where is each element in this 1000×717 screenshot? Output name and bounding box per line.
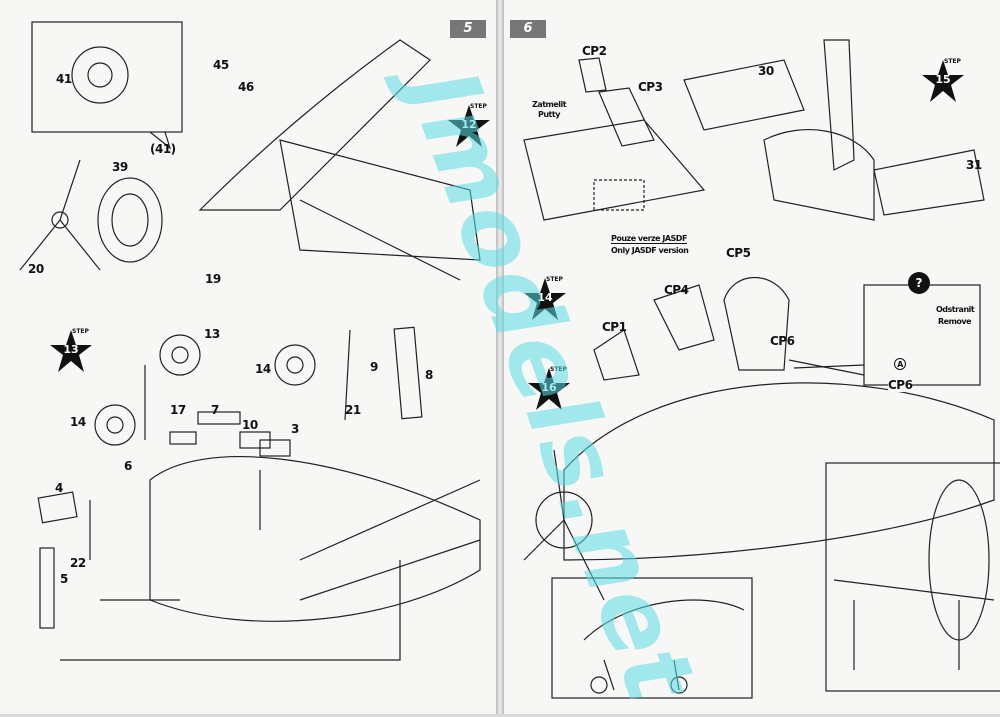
attach-point-a: A [894,358,906,370]
part-6: 6 [124,459,132,473]
part-41: 41 [56,72,72,86]
right-assembly-drawing [523,39,1000,699]
part-9: 9 [370,360,378,374]
part-cp6-detail: CP6 [888,378,913,392]
part-30: 30 [758,64,774,78]
part-5: 5 [60,572,68,586]
part-cp2: CP2 [582,44,607,58]
part-3: 3 [291,422,299,436]
part-cp6: CP6 [770,334,795,348]
part-17: 17 [170,403,186,417]
part-cp3: CP3 [638,80,663,94]
remove-label-cz: Odstranit [936,305,975,314]
part-cp4: CP4 [664,283,689,297]
left-assembly-drawing [19,21,481,661]
version-note-en: Only JASDF version [611,246,689,255]
page-gutter [496,0,504,714]
part-46: 46 [238,80,254,94]
part-39: 39 [112,160,128,174]
part-7: 7 [211,403,219,417]
putty-label-cz: Zatmelit [532,100,567,109]
optional-badge: ? [908,272,930,294]
part-20: 20 [28,262,44,276]
part-45: 45 [213,58,229,72]
page-number: 6 [510,20,546,38]
right-page: 6 CP2 CP3 Zatmelit Putty Pouze verze JAS… [504,0,1000,714]
part-21: 21 [345,403,361,417]
part-13: 13 [204,327,220,341]
part-cp5: CP5 [726,246,751,260]
part-8: 8 [425,368,433,382]
part-14b: 14 [70,415,86,429]
part-cp1: CP1 [602,320,627,334]
part-4: 4 [55,481,63,495]
part-14: 14 [255,362,271,376]
engine-detail-box [31,21,183,133]
remove-label-en: Remove [938,317,972,326]
part-41-ref: (41) [150,142,176,156]
part-31: 31 [966,158,982,172]
part-19: 19 [205,272,221,286]
version-note-cz: Pouze verze JASDF [611,234,687,244]
part-22: 22 [70,556,86,570]
page-number: 5 [450,20,486,38]
part-10: 10 [242,418,258,432]
putty-label-en: Putty [538,110,560,119]
